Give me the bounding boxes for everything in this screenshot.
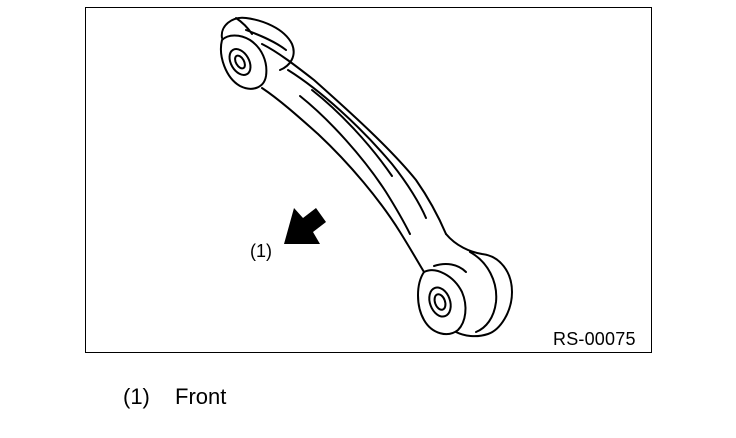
callout-label: (1): [250, 241, 272, 261]
control-arm-icon: [220, 16, 513, 338]
legend: (1) Front: [123, 385, 226, 409]
legend-text: Front: [175, 384, 227, 409]
legend-key: (1): [123, 384, 150, 409]
front-arrow-icon: [284, 208, 326, 244]
figure-code: RS-00075: [553, 329, 636, 349]
figure-frame: [85, 7, 652, 353]
